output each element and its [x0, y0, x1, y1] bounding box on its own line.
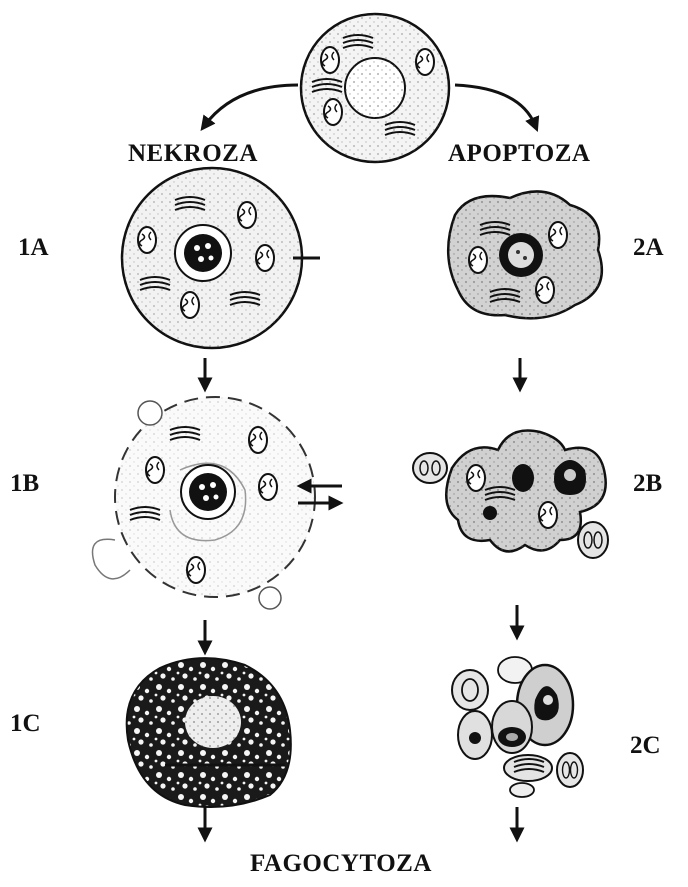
- stage-label-2B: 2B: [633, 470, 662, 498]
- necrosis-cell-1A: [122, 168, 320, 348]
- necrosis-cell-1B: [93, 397, 343, 609]
- phagocytosis-title: FAGOCYTOZA: [250, 850, 432, 878]
- arrow-to-apoptosis: [455, 85, 535, 125]
- apoptosis-cell-2B: [413, 430, 608, 558]
- stage-label-2C: 2C: [630, 732, 661, 760]
- normal-cell: [301, 14, 449, 162]
- arrow-to-necrosis: [205, 85, 298, 125]
- apoptosis-cluster-2C: [452, 657, 583, 797]
- apoptotic-body: [578, 522, 608, 558]
- apoptosis-cell-2A: [448, 191, 602, 318]
- stage-label-1A: 1A: [18, 234, 49, 262]
- apoptosis-title: APOPTOZA: [448, 140, 590, 168]
- necrosis-title: NEKROZA: [128, 140, 258, 168]
- necrosis-cell-1C: [127, 658, 291, 807]
- stage-label-1B: 1B: [10, 470, 39, 498]
- apoptotic-body: [413, 453, 447, 483]
- stage-label-1C: 1C: [10, 710, 41, 738]
- stage-label-2A: 2A: [633, 234, 664, 262]
